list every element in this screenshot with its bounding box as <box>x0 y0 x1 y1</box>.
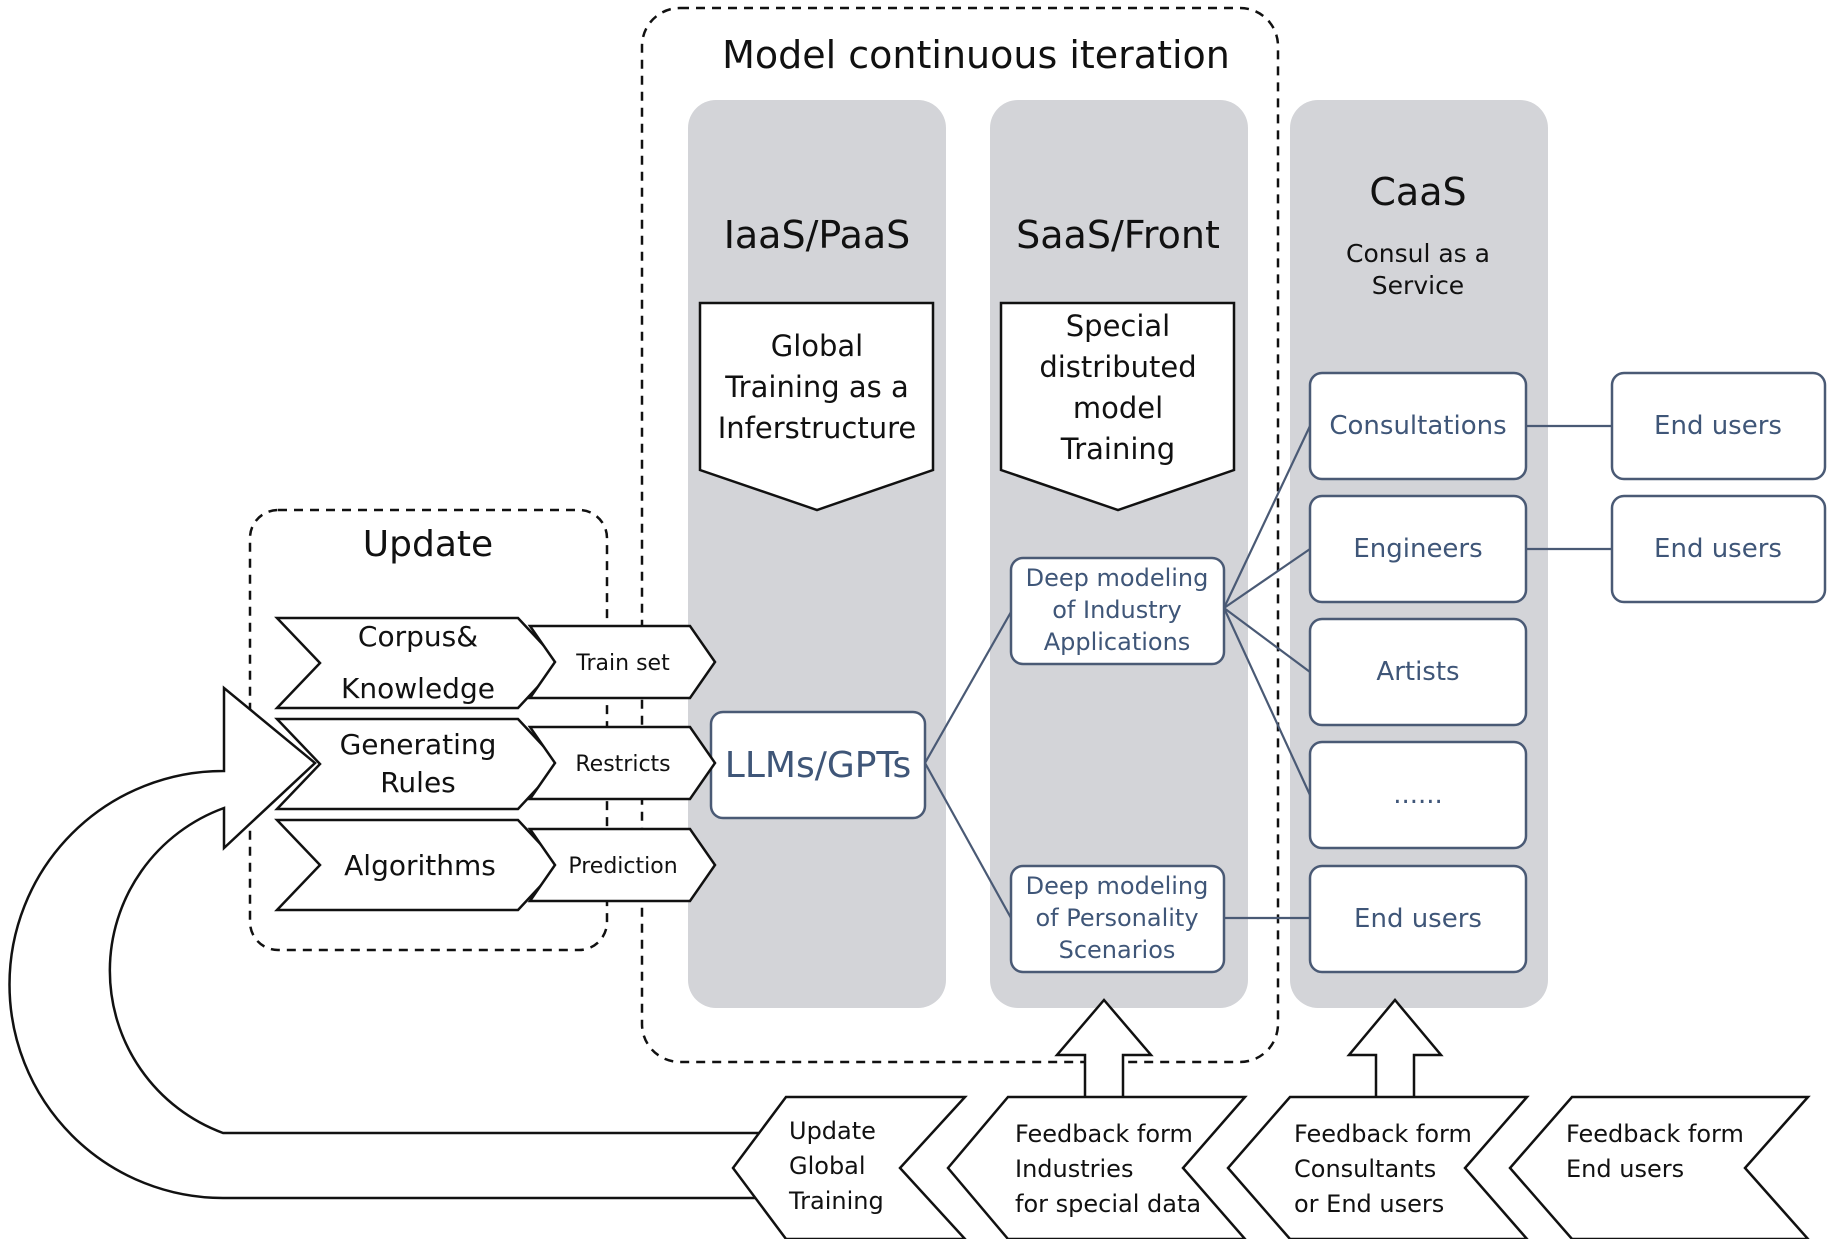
update-item-1-line-2: Knowledge <box>341 672 495 705</box>
feedback-1-line-1: Update <box>789 1117 876 1145</box>
feedback-4-line-1: Feedback form <box>1566 1120 1744 1148</box>
update-item-chevron-3[interactable] <box>274 818 562 912</box>
update-row-2: Generating Rules Restricts <box>274 717 717 811</box>
feedback-arrow-end-users[interactable] <box>1508 1095 1811 1239</box>
caas-title: CaaS <box>1369 170 1466 214</box>
update-output-3-label: Prediction <box>568 854 677 879</box>
end-users-box-2-label: End users <box>1654 534 1782 564</box>
update-output-chevron-2[interactable] <box>527 725 717 801</box>
feedback-1-line-2: Global <box>789 1152 866 1180</box>
llm-label: LLMs/GPTs <box>725 745 911 786</box>
end-users-box-1-label: End users <box>1654 411 1782 441</box>
saas-banner-line-4: Training <box>1060 432 1175 466</box>
caas-subtitle-line-2: Service <box>1372 271 1464 300</box>
caas-item-engineers-label: Engineers <box>1353 534 1482 564</box>
feedback-1-line-3: Training <box>788 1187 884 1215</box>
update-row-3: Algorithms Prediction <box>274 818 717 912</box>
feedback-2-line-1: Feedback form <box>1015 1120 1193 1148</box>
industry-modeling-line-2: of Industry <box>1052 596 1181 624</box>
feedback-3-line-3: or End users <box>1294 1190 1444 1218</box>
caas-item-consultations[interactable] <box>1308 371 1528 481</box>
feedback-3-line-2: Consultants <box>1294 1155 1436 1183</box>
saas-banner-line-1: Special <box>1066 309 1171 343</box>
up-arrow-caas <box>1346 998 1444 1102</box>
personality-modeling-line-2: of Personality <box>1035 904 1198 932</box>
update-item-2-line-1: Generating <box>340 728 497 761</box>
caas-item-artists-label: Artists <box>1376 657 1459 687</box>
caas-item-end-users-label: End users <box>1354 904 1482 934</box>
model-iteration-title: Model continuous iteration <box>722 33 1230 77</box>
feedback-3-line-1: Feedback form <box>1294 1120 1472 1148</box>
end-users-box-1[interactable] <box>1610 371 1827 481</box>
iaas-banner-shape <box>698 301 935 512</box>
caas-item-more-label: ...... <box>1393 780 1443 810</box>
update-output-2-label: Restricts <box>575 752 670 777</box>
industry-modeling-line-3: Applications <box>1044 628 1191 656</box>
caas-subtitle-line-1: Consul as a <box>1346 239 1490 268</box>
iaas-title: IaaS/PaaS <box>724 213 911 257</box>
update-item-chevron-2[interactable] <box>274 717 562 811</box>
industry-modeling-box[interactable] <box>1009 556 1226 666</box>
iaas-banner-line-2: Training as a <box>724 370 909 404</box>
feedback-2-line-2: Industries <box>1015 1155 1133 1183</box>
personality-modeling-box[interactable] <box>1009 864 1226 974</box>
personality-modeling-line-3: Scenarios <box>1059 936 1176 964</box>
update-output-1-label: Train set <box>575 651 670 676</box>
feedback-arrow-industries[interactable] <box>946 1095 1248 1239</box>
update-output-chevron-3[interactable] <box>527 827 717 903</box>
feedback-arrow-update-training[interactable] <box>731 1095 968 1239</box>
model-iteration-group <box>640 6 1280 1064</box>
industry-modeling-line-1: Deep modeling <box>1026 564 1209 592</box>
saas-title: SaaS/Front <box>1016 213 1220 257</box>
update-item-2-line-2: Rules <box>380 766 456 799</box>
update-item-1-line-1: Corpus& <box>358 620 478 653</box>
end-users-box-2[interactable] <box>1610 494 1827 604</box>
saas-banner-line-3: model <box>1073 391 1163 425</box>
up-arrow-saas <box>1054 998 1154 1102</box>
personality-modeling-line-1: Deep modeling <box>1026 872 1209 900</box>
iaas-banner-line-1: Global <box>771 329 864 363</box>
update-item-chevron-1[interactable] <box>274 616 562 710</box>
return-arrow <box>8 685 780 1200</box>
caas-item-end-users[interactable] <box>1308 864 1528 974</box>
caas-item-more[interactable] <box>1308 740 1528 850</box>
saas-banner-line-2: distributed <box>1039 350 1196 384</box>
update-title: Update <box>363 524 493 565</box>
update-output-chevron-1[interactable] <box>527 624 717 700</box>
feedback-2-line-3: for special data <box>1015 1190 1201 1218</box>
caas-item-consultations-label: Consultations <box>1329 411 1506 441</box>
feedback-arrow-consultants[interactable] <box>1226 1095 1530 1239</box>
caas-item-engineers[interactable] <box>1308 494 1528 604</box>
saas-banner-shape <box>999 301 1236 512</box>
update-row-1: Corpus& Knowledge Train set <box>274 616 717 710</box>
update-item-3-line-1: Algorithms <box>344 849 496 882</box>
feedback-4-line-2: End users <box>1566 1155 1684 1183</box>
connector-lines <box>924 424 1612 920</box>
caas-item-artists[interactable] <box>1308 617 1528 727</box>
iaas-banner-line-3: Inferstructure <box>718 411 917 445</box>
